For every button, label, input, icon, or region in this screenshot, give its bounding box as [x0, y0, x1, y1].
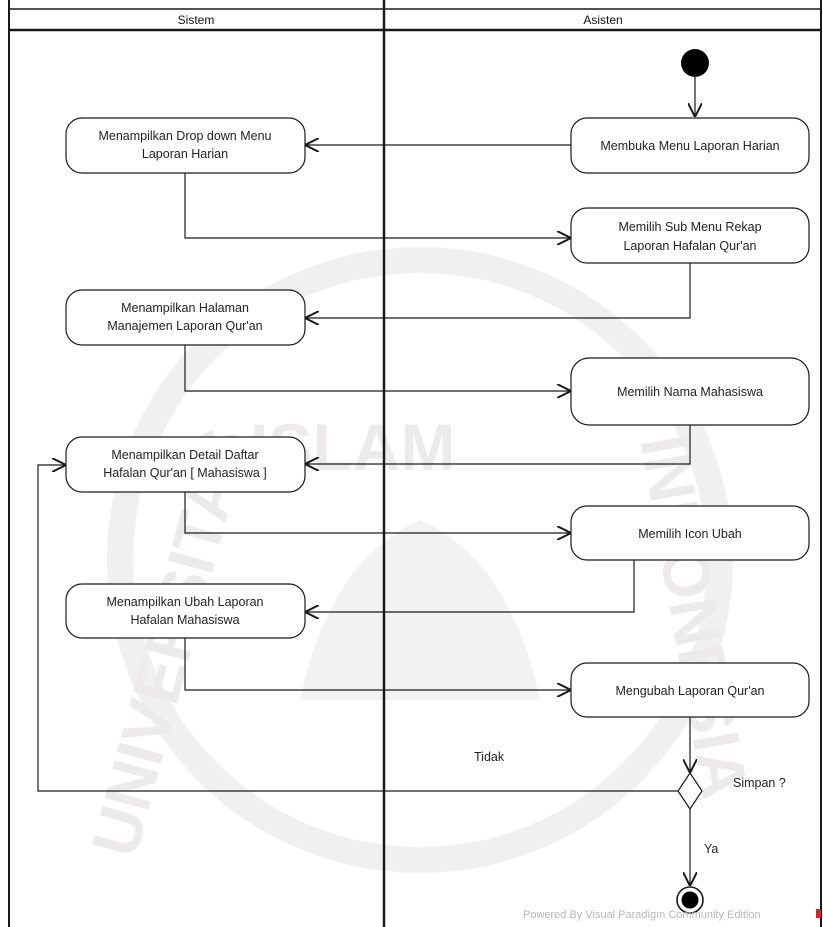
flow-icon-to-ubah: [305, 560, 635, 612]
flow-nama-to-detail: [305, 425, 691, 464]
decision-node: [677, 771, 703, 811]
svg-text:Memilih Nama Mahasiswa: Memilih Nama Mahasiswa: [617, 385, 763, 399]
node-text: Membuka Menu Laporan Harian: [600, 139, 779, 153]
flow-submenu-to-manajemen: [305, 263, 691, 318]
flow-dropdown-to-submenu: [184, 173, 571, 238]
svg-text:Mengubah Laporan Qur'an: Mengubah Laporan Qur'an: [615, 684, 764, 698]
lane-title-asisten: Asisten: [583, 13, 622, 27]
lane-title-sistem: Sistem: [178, 13, 215, 27]
node-text: Menampilkan Ubah Laporan: [106, 595, 263, 609]
watermark: ISLAM UNIVERSITAS INDONESIA: [77, 247, 763, 873]
action-node-icon-ubah: Memilih Icon Ubah: [570, 505, 810, 561]
node-text: Memilih Nama Mahasiswa: [617, 385, 763, 399]
svg-text:Memilih Icon Ubah: Memilih Icon Ubah: [638, 527, 742, 541]
node-text: Hafalan Qur'an [ Mahasiswa ]: [103, 466, 267, 480]
node-text: Hafalan Mahasiswa: [130, 613, 239, 627]
node-text: Memilih Icon Ubah: [638, 527, 742, 541]
action-node-nama-mahasiswa: Memilih Nama Mahasiswa: [570, 357, 810, 426]
flow-detail-to-icon: [184, 492, 571, 533]
action-node-mengubah-laporan: Mengubah Laporan Qur'an: [570, 662, 810, 718]
flow-ubah-to-mengubah: [184, 638, 571, 690]
node-text: Manajemen Laporan Qur'an: [107, 319, 262, 333]
node-text: Laporan Hafalan Qur'an: [623, 239, 756, 253]
flow-decision-tidak: [37, 465, 678, 792]
powered-by-text: Powered By Visual Paradigm Community Edi…: [523, 909, 761, 921]
decision-label-ya: Ya: [704, 842, 718, 856]
node-text: Menampilkan Drop down Menu: [98, 129, 271, 143]
initial-node: [681, 49, 709, 77]
vp-logo-icon: [816, 909, 821, 918]
node-text: Laporan Harian: [142, 147, 228, 161]
decision-label-tidak: Tidak: [474, 750, 505, 764]
node-text: Menampilkan Halaman: [121, 301, 249, 315]
node-text: Memilih Sub Menu Rekap: [618, 220, 761, 234]
node-text: Mengubah Laporan Qur'an: [615, 684, 764, 698]
svg-text:Membuka Menu Laporan Harian: Membuka Menu Laporan Harian: [600, 139, 779, 153]
decision-question: Simpan ?: [733, 776, 786, 790]
flow-manajemen-to-nama: [184, 345, 571, 391]
node-text: Menampilkan Detail Daftar: [111, 448, 258, 462]
final-node: [676, 886, 704, 914]
control-flows: [37, 77, 695, 886]
action-node-buka-menu: Membuka Menu Laporan Harian: [570, 117, 810, 174]
